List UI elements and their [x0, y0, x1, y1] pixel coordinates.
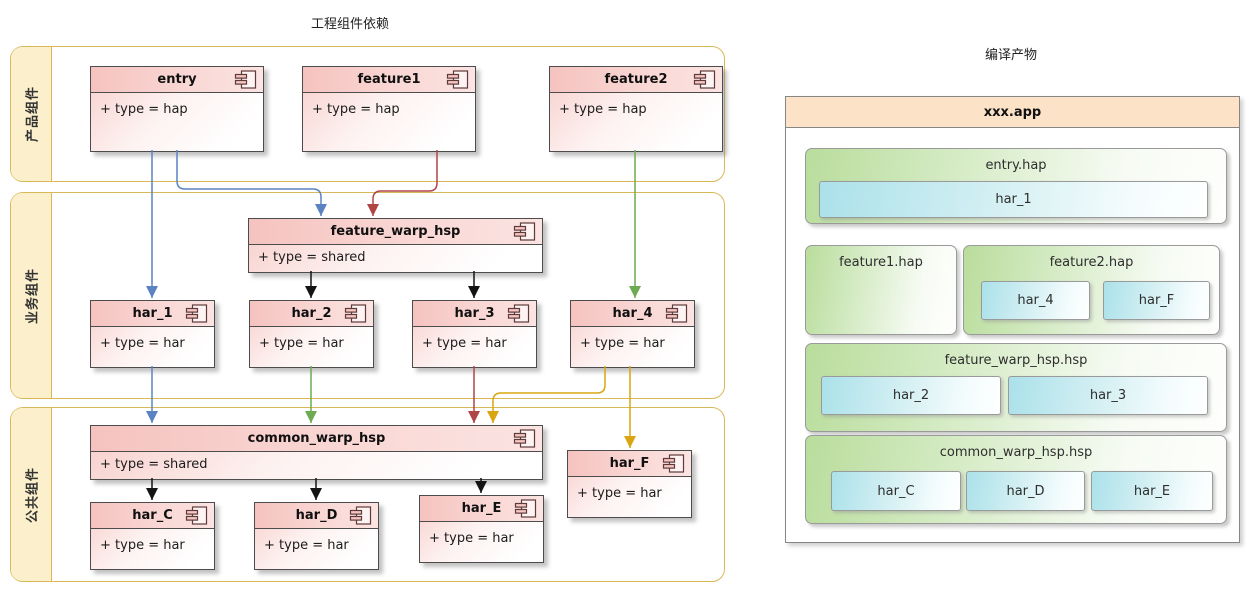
component-har_C: har_C + type = har	[90, 502, 215, 570]
artifact-har_D: har_D	[966, 471, 1085, 511]
band-strip	[11, 193, 52, 398]
component-title: common_warp_hsp	[247, 431, 386, 446]
component-har_4: har_4 + type = har	[570, 300, 695, 368]
group-feature_warp_hsp-hsp: feature_warp_hsp.hsp har_2 har_3	[805, 343, 1227, 432]
artifact-har_4: har_4	[981, 281, 1090, 320]
component-title: entry	[157, 72, 197, 87]
band-strip	[11, 47, 52, 181]
artifact-har_C: har_C	[831, 471, 961, 511]
component-icon	[446, 70, 469, 89]
group-label: feature2.hap	[1049, 255, 1134, 270]
component-title: feature2	[604, 72, 668, 87]
component-attribute: + type = shared	[100, 457, 208, 472]
component-title: har_F	[609, 456, 650, 471]
component-feature1: feature1 + type = hap	[302, 66, 476, 152]
component-attribute: + type = har	[429, 531, 514, 546]
component-feature_warp_hsp: feature_warp_hsp + type = shared	[248, 218, 543, 273]
component-icon	[507, 304, 530, 323]
component-attribute: + type = har	[100, 336, 185, 351]
band-label-public: 公共组件	[25, 466, 41, 523]
artifact-har_1: har_1	[819, 181, 1208, 218]
component-feature2: feature2 + type = hap	[549, 66, 723, 152]
component-har_3: har_3 + type = har	[412, 300, 537, 368]
component-icon	[662, 454, 685, 473]
component-icon	[344, 304, 367, 323]
component-attribute: + type = har	[259, 336, 344, 351]
group-label: feature1.hap	[839, 255, 923, 270]
component-har_E: har_E + type = har	[419, 495, 544, 563]
component-icon	[513, 222, 536, 241]
band-strip	[11, 408, 52, 581]
component-attribute: + type = hap	[312, 102, 400, 117]
left-diagram-title: 工程组件依赖	[310, 17, 389, 32]
component-title: har_3	[454, 306, 495, 321]
component-attribute: + type = har	[580, 336, 665, 351]
component-icon	[185, 304, 208, 323]
component-entry: entry + type = hap	[90, 66, 264, 152]
artifact-har_2: har_2	[821, 376, 1001, 415]
component-title: feature_warp_hsp	[330, 224, 461, 239]
component-attribute: + type = har	[577, 486, 662, 501]
group-entry-hap: entry.hap har_1	[805, 148, 1227, 224]
component-icon	[514, 499, 537, 518]
component-har_D: har_D + type = har	[254, 502, 379, 570]
group-label: entry.hap	[985, 158, 1047, 173]
component-attribute: + type = har	[100, 538, 185, 553]
band-label-product: 产品组件	[25, 85, 41, 143]
group-label: common_warp_hsp.hsp	[939, 445, 1093, 460]
component-attribute: + type = har	[422, 336, 507, 351]
group-feature2-hap: feature2.hap har_4 har_F	[963, 245, 1220, 335]
component-icon	[234, 70, 257, 89]
component-icon	[513, 429, 536, 448]
component-title: har_D	[295, 508, 338, 523]
component-attribute: + type = hap	[559, 102, 647, 117]
component-title: feature1	[357, 72, 421, 87]
group-common_warp_hsp-hsp: common_warp_hsp.hsp har_C har_D har_E	[805, 435, 1227, 524]
component-har_F: har_F + type = har	[567, 450, 692, 518]
component-icon	[665, 304, 688, 323]
group-label: feature_warp_hsp.hsp	[944, 353, 1088, 368]
component-title: har_4	[612, 306, 653, 321]
app-package-title: xxx.app	[786, 97, 1239, 128]
component-title: har_2	[291, 306, 332, 321]
component-icon	[349, 506, 372, 525]
component-title: har_C	[132, 508, 173, 523]
component-attribute: + type = shared	[258, 250, 366, 265]
artifact-har_E: har_E	[1091, 471, 1213, 511]
component-title: har_1	[132, 306, 173, 321]
component-common_warp_hsp: common_warp_hsp + type = shared	[90, 425, 543, 480]
component-attribute: + type = har	[264, 538, 349, 553]
artifact-har_F: har_F	[1103, 281, 1210, 320]
component-har_2: har_2 + type = har	[249, 300, 374, 368]
group-feature1-hap: feature1.hap	[805, 245, 957, 335]
component-title: har_E	[461, 501, 502, 516]
artifact-har_3: har_3	[1008, 376, 1208, 415]
component-icon	[185, 506, 208, 525]
component-attribute: + type = hap	[100, 102, 188, 117]
band-label-business: 业务组件	[25, 267, 41, 324]
right-diagram-title: 编译产物	[984, 48, 1037, 63]
component-har_1: har_1 + type = har	[90, 300, 215, 368]
component-icon	[693, 70, 716, 89]
